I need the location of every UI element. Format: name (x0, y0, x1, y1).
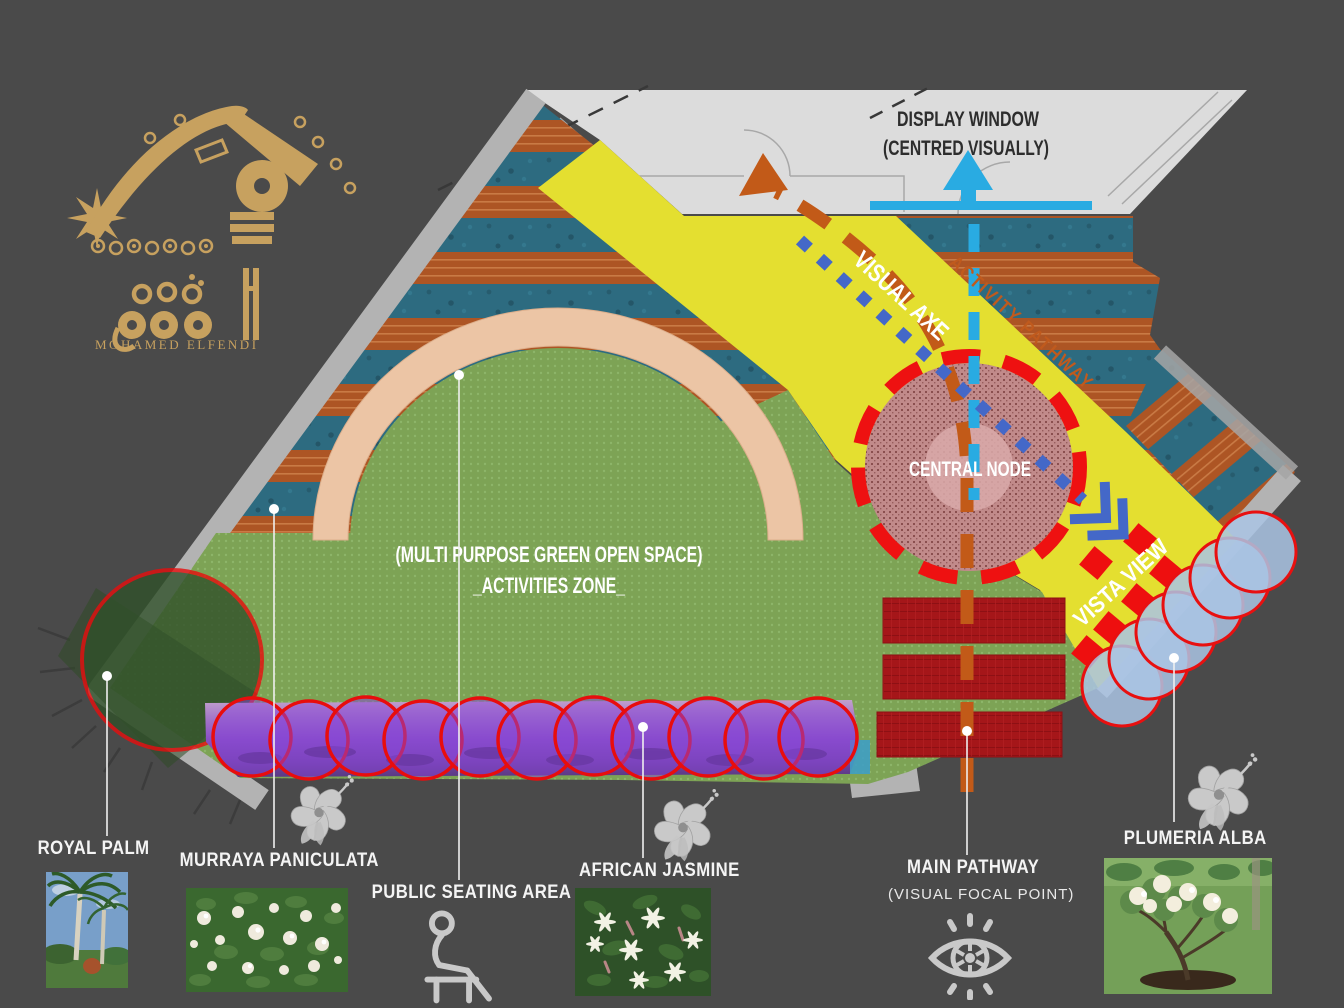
activities-zone-label: _ACTIVITIES ZONE_ (472, 573, 625, 598)
designer-logo (67, 105, 357, 352)
public-seating-label: PUBLIC SEATING AREA (371, 882, 572, 903)
logo-wordmark: MOHAMED ELFENDI (95, 337, 259, 352)
royal-palm-photo (42, 871, 132, 993)
calligraphy-mark (112, 268, 259, 352)
display-axis-cyan (870, 150, 1092, 500)
grass-sketch-lines (37, 626, 242, 825)
murraya-photo (186, 888, 348, 997)
african-jasmine-photo (575, 888, 711, 1001)
main-pathway-arrow (739, 153, 974, 792)
main-pathway-sublabel: (VISUAL FOCAL POINT) (888, 886, 1075, 903)
door-swing-arc (743, 129, 791, 177)
murraya-label: MURRAYA PANICULATA (179, 850, 379, 871)
property-dashed-line (869, 84, 933, 120)
african-jasmine-label: AFRICAN JASMINE (578, 860, 740, 881)
leader-lines (106, 375, 1175, 880)
flower-row-ornaments (90, 113, 357, 256)
murraya-shrub-circles (211, 695, 859, 781)
royal-palm-label: ROYAL PALM (37, 838, 150, 859)
leader-dots (102, 370, 1179, 736)
plumeria-label: PLUMERIA ALBA (1123, 828, 1267, 849)
seating-arch-band (312, 307, 804, 541)
interior-wall-line (1121, 99, 1233, 205)
visual-axe-dotted-line (795, 235, 1129, 541)
central-node-label: CENTRAL NODE (909, 458, 1031, 481)
main-pathway-label: MAIN PATHWAY (907, 857, 1040, 878)
green-space-label: (MULTI PURPOSE GREEN OPEN SPACE) (396, 542, 703, 567)
eye-icon (926, 910, 1014, 1005)
display-window-label: DISPLAY WINDOW (897, 108, 1039, 131)
seating-person-icon (410, 908, 510, 1008)
display-window-label2: (CENTRED VISUALLY) (883, 137, 1049, 160)
plumeria-photo (1104, 858, 1276, 999)
lawn-area (110, 348, 1098, 784)
seating-rows (876, 597, 1066, 758)
interior-wall-line (790, 175, 905, 212)
interior-wall-line (1107, 91, 1219, 197)
plumeria-tree-circles (1080, 510, 1298, 728)
